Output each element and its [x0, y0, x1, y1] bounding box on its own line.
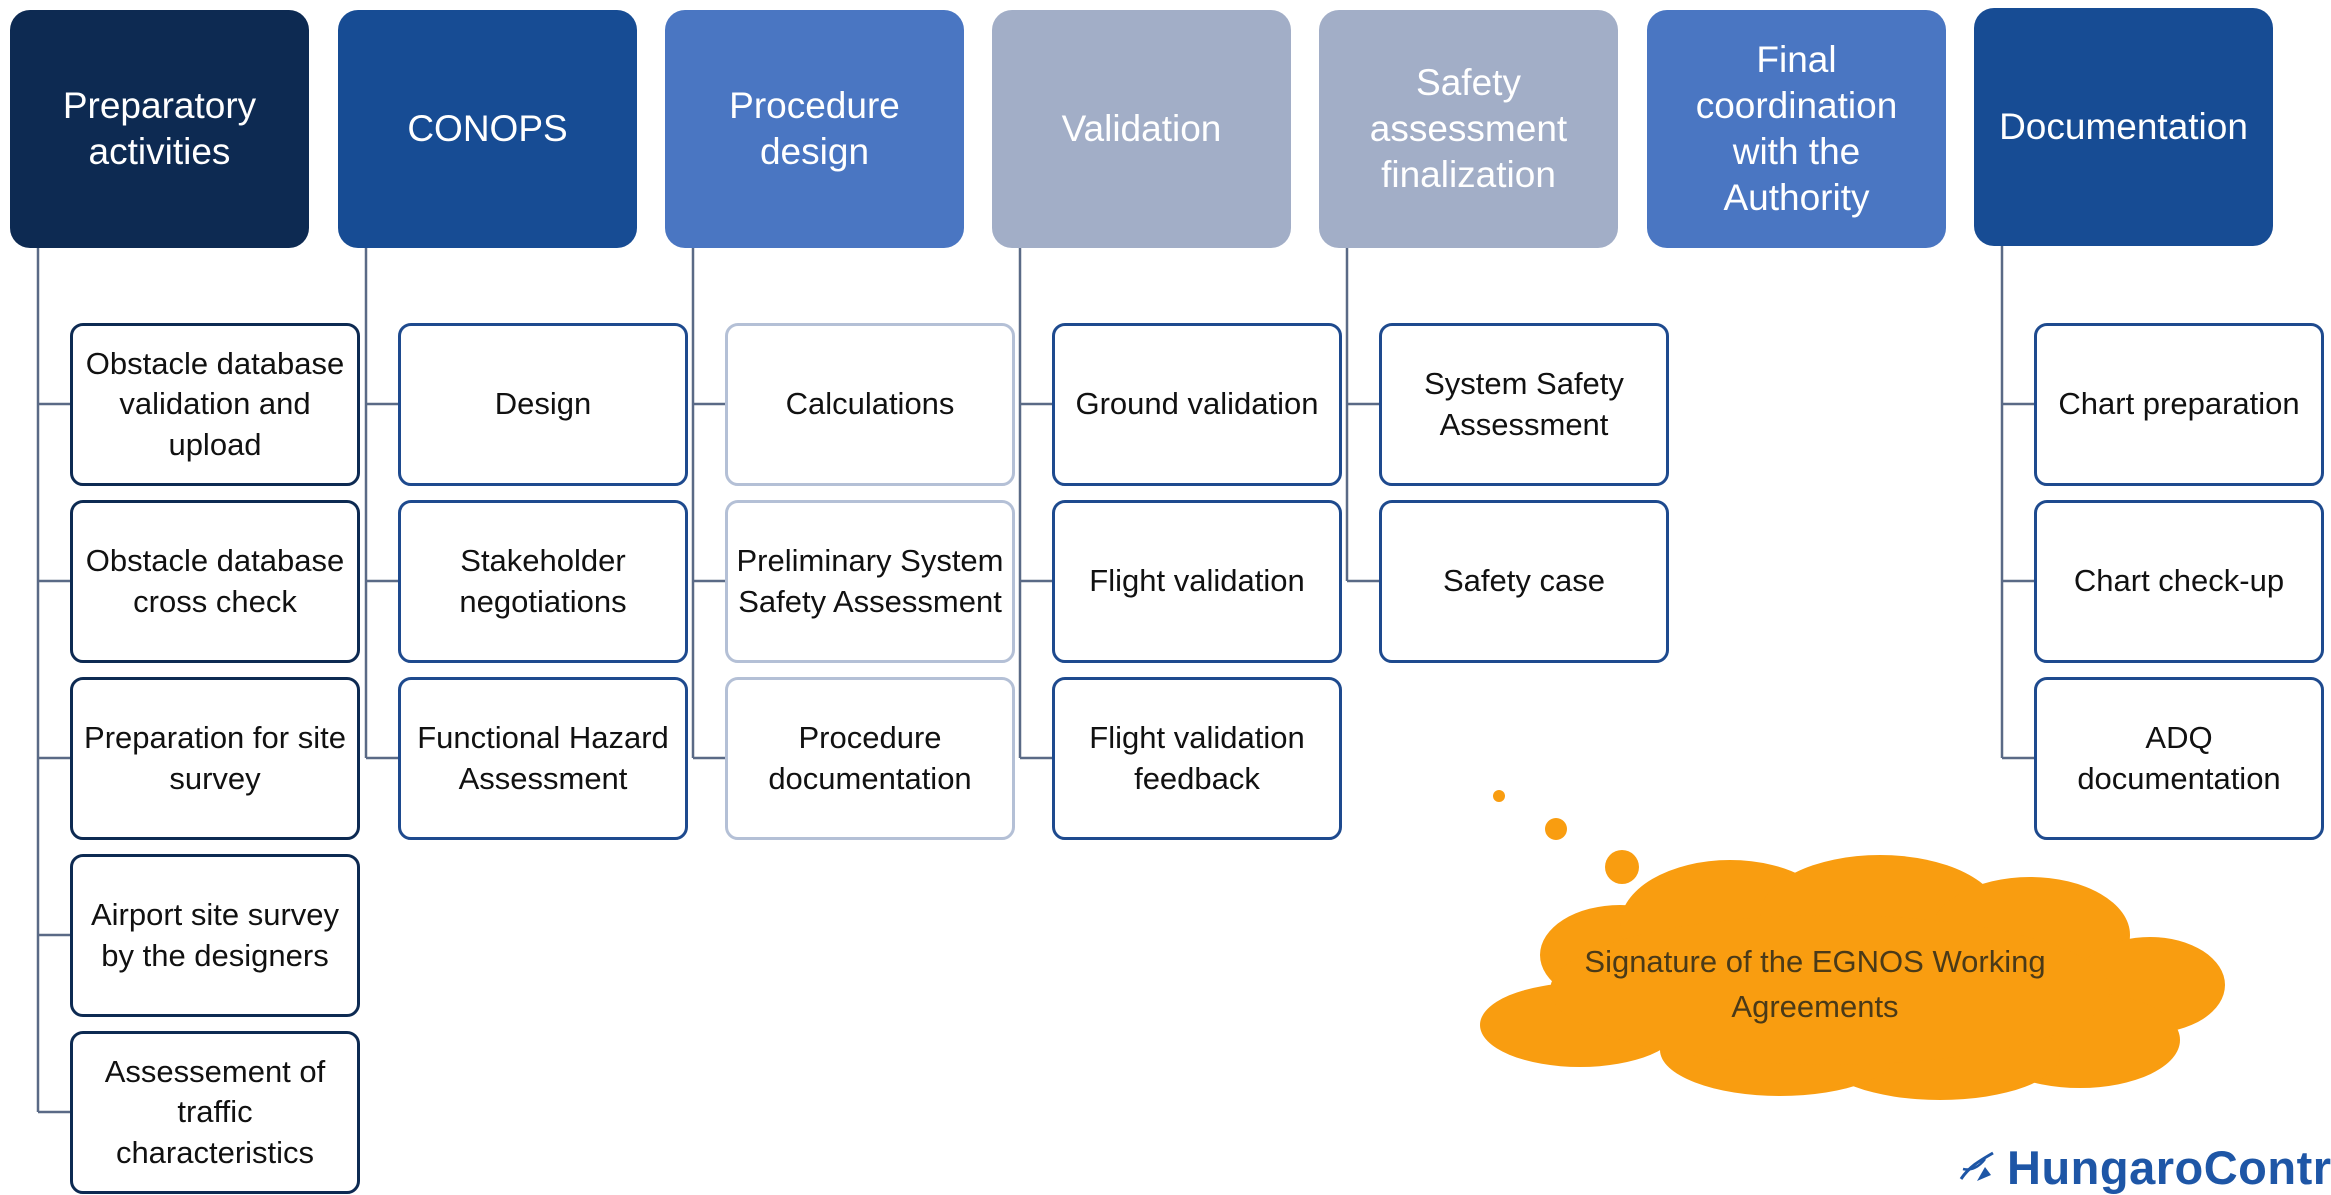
task-box: Preliminary System Safety Assessment	[725, 500, 1015, 663]
task-box: ADQ documentation	[2034, 677, 2324, 840]
logo-wordmark: HungaroControl	[2007, 1140, 2331, 1194]
task-label: Functional Hazard Assessment	[417, 720, 669, 796]
task-label: Obstacle database validation and upload	[85, 346, 345, 462]
task-box: Obstacle database validation and upload	[70, 323, 360, 486]
thought-dot-large	[1605, 850, 1639, 884]
task-label: Calculations	[785, 386, 955, 422]
task-box: Procedure documentation	[725, 677, 1015, 840]
task-label: System Safety Assessment	[1424, 366, 1624, 442]
task-label: Ground validation	[1075, 386, 1319, 422]
task-box: System Safety Assessment	[1379, 323, 1669, 486]
task-box: Functional Hazard Assessment	[398, 677, 688, 840]
task-label: Preparation for site survey	[84, 720, 346, 796]
thought-dot-small	[1493, 790, 1505, 802]
task-label: Stakeholder negotiations	[459, 543, 627, 619]
phase-header-conops: CONOPS	[338, 10, 637, 248]
phase-header-procedure-design: Procedure design	[665, 10, 964, 248]
task-box: Obstacle database cross check	[70, 500, 360, 663]
task-label: Obstacle database cross check	[85, 543, 345, 619]
phase-title: CONOPS	[407, 107, 568, 149]
company-logo: HungaroControl	[1955, 1140, 2331, 1194]
phase-header-safety-assessment-finalization: Safety assessment finalization	[1319, 10, 1618, 248]
callout-text: Signature of the EGNOS Working Agreement…	[1584, 944, 2046, 1024]
task-box: Chart preparation	[2034, 323, 2324, 486]
task-label: Preliminary System Safety Assessment	[736, 543, 1004, 619]
task-box: Calculations	[725, 323, 1015, 486]
phase-header-validation: Validation	[992, 10, 1291, 248]
task-label: Safety case	[1443, 563, 1605, 599]
task-label: Airport site survey by the designers	[90, 897, 340, 973]
phase-title: Safety assessment finalization	[1369, 61, 1568, 196]
task-box: Flight validation feedback	[1052, 677, 1342, 840]
phase-title: Preparatory activities	[62, 84, 257, 172]
task-box: Stakeholder negotiations	[398, 500, 688, 663]
task-label: Procedure documentation	[768, 720, 972, 796]
phase-title: Documentation	[1999, 105, 2248, 147]
task-label: Chart check-up	[2073, 563, 2285, 599]
task-box: Flight validation	[1052, 500, 1342, 663]
task-label: Flight validation feedback	[1089, 720, 1305, 796]
phase-title: Final coordination with the Authority	[1695, 38, 1898, 219]
task-box: Chart check-up	[2034, 500, 2324, 663]
phase-header-final-coordination-with-the-authority: Final coordination with the Authority	[1647, 10, 1946, 248]
task-box: Assessement of traffic characteristics	[70, 1031, 360, 1194]
thought-dot-medium	[1545, 818, 1567, 840]
task-box: Preparation for site survey	[70, 677, 360, 840]
task-box: Safety case	[1379, 500, 1669, 663]
task-label: Design	[494, 386, 592, 422]
task-label: Flight validation	[1089, 563, 1305, 599]
phase-title: Procedure design	[729, 84, 900, 172]
task-label: Assessement of traffic characteristics	[104, 1054, 326, 1170]
phase-header-preparatory-activities: Preparatory activities	[10, 10, 309, 248]
phase-header-documentation: Documentation	[1974, 8, 2273, 246]
plane-swirl-icon	[1959, 1151, 1994, 1181]
phase-title: Validation	[1061, 107, 1222, 149]
task-box: Design	[398, 323, 688, 486]
task-label: Chart preparation	[2058, 386, 2300, 422]
task-label: ADQ documentation	[2077, 720, 2281, 796]
task-box: Ground validation	[1052, 323, 1342, 486]
task-box: Airport site survey by the designers	[70, 854, 360, 1017]
